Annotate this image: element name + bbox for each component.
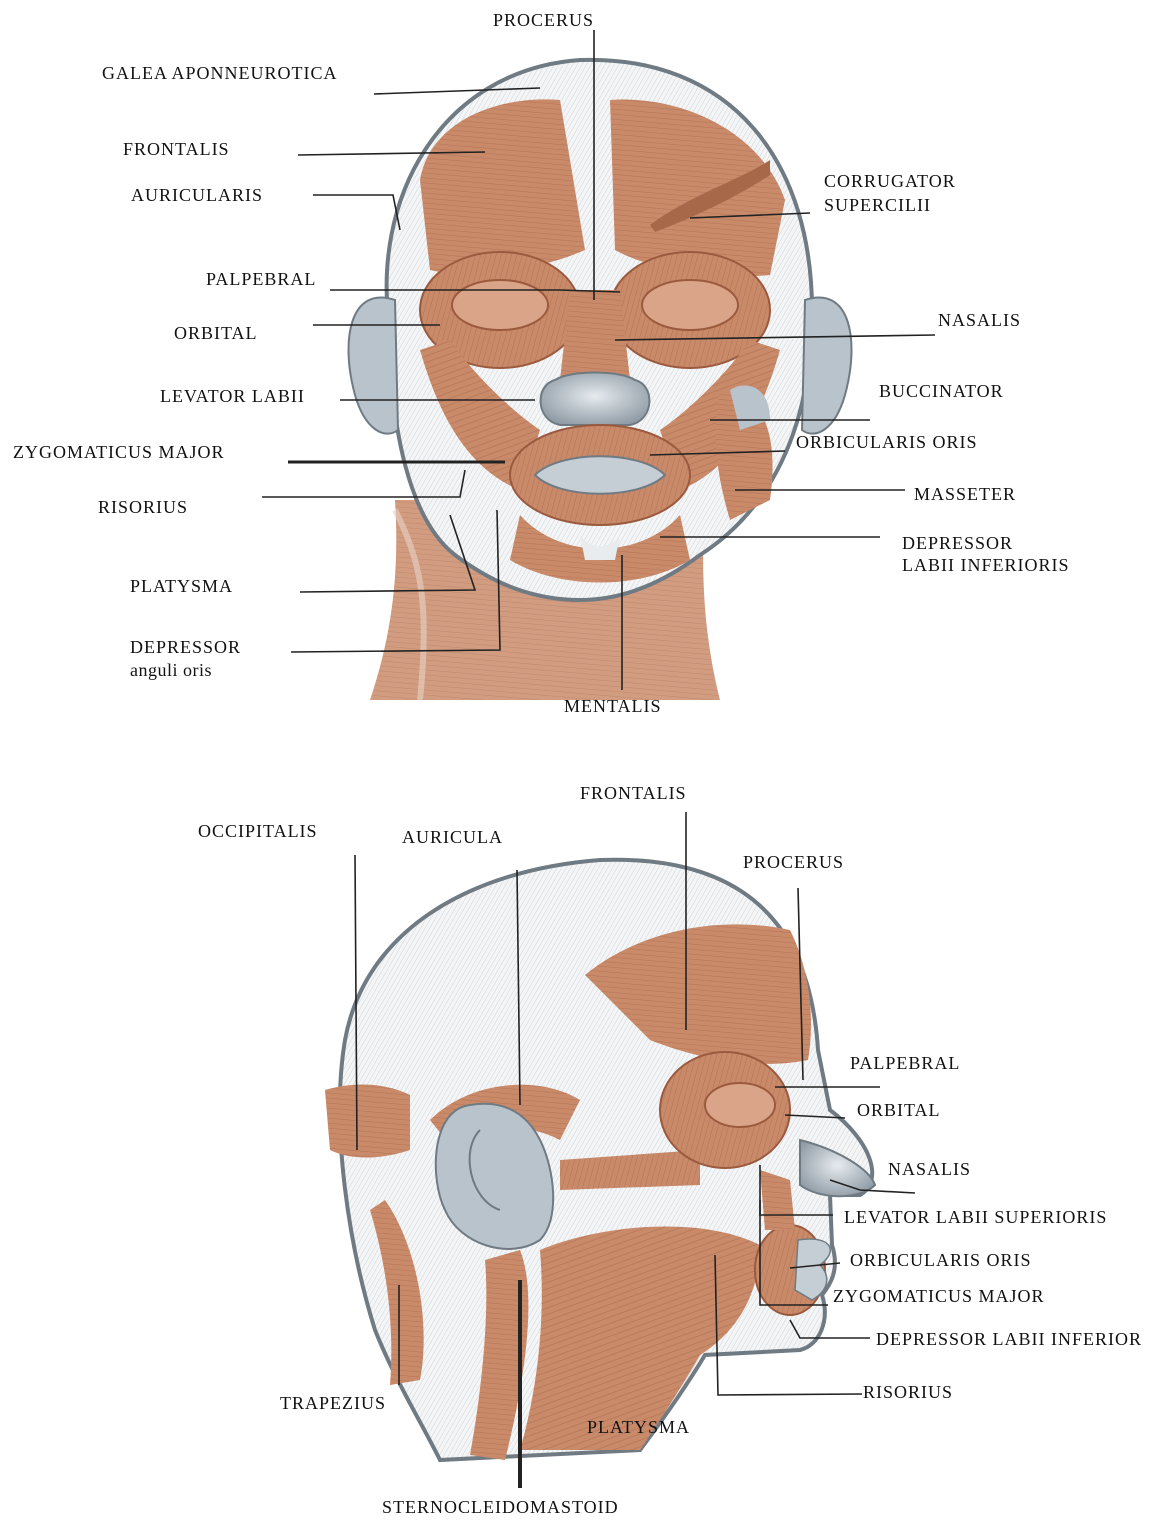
front-nose xyxy=(541,373,650,426)
label-nasalis-side: NASALIS xyxy=(888,1159,971,1180)
label-zygomaticus-major-front: ZYGOMATICUS MAJOR xyxy=(13,442,225,463)
label-zygomaticus-major-side: ZYGOMATICUS MAJOR xyxy=(833,1286,1045,1307)
label-depressor-anguli-line2: anguli oris xyxy=(130,660,212,681)
label-buccinator: BUCCINATOR xyxy=(879,381,1004,402)
label-orbicularis-oris-front: ORBICULARIS ORIS xyxy=(796,432,978,453)
front-frontalis-right xyxy=(610,100,785,277)
label-orbicularis-oris-side: ORBICULARIS ORIS xyxy=(850,1250,1032,1271)
label-procerus-side: PROCERUS xyxy=(743,852,844,873)
label-frontalis-side: FRONTALIS xyxy=(580,783,687,804)
label-auricula: AURICULA xyxy=(402,827,503,848)
label-levator-labii: LEVATOR LABII xyxy=(160,386,305,407)
label-risorius-side: RISORIUS xyxy=(863,1382,953,1403)
label-platysma-front: PLATYSMA xyxy=(130,576,233,597)
front-left-ear xyxy=(348,297,398,433)
label-nasalis-front: NASALIS xyxy=(938,310,1021,331)
label-corrugator-line1: CORRUGATOR xyxy=(824,171,956,192)
label-mentalis: MENTALIS xyxy=(564,696,662,717)
label-depressor-labii-line2: LABII INFERIORIS xyxy=(902,555,1070,576)
label-depressor-anguli-line1: DEPRESSOR xyxy=(130,637,241,658)
label-orbital-front: ORBITAL xyxy=(174,323,258,344)
label-depressor-labii-inferior: DEPRESSOR LABII INFERIOR xyxy=(876,1329,1142,1350)
label-palpebral-front: PALPEBRAL xyxy=(206,269,316,290)
label-occipitalis: OCCIPITALIS xyxy=(198,821,318,842)
label-procerus-front: PROCERUS xyxy=(493,10,594,31)
label-corrugator-line2: SUPERCILII xyxy=(824,195,931,216)
label-levator-labii-superioris: LEVATOR LABII SUPERIORIS xyxy=(844,1207,1107,1228)
label-galea-aponeurotica: GALEA APONNEUROTICA xyxy=(102,63,338,84)
front-right-ear xyxy=(802,297,852,433)
front-head xyxy=(348,60,851,700)
label-auricularis: AURICULARIS xyxy=(131,185,263,206)
label-risorius-front: RISORIUS xyxy=(98,497,188,518)
label-palpebral-side: PALPEBRAL xyxy=(850,1053,960,1074)
label-depressor-labii-line1: DEPRESSOR xyxy=(902,533,1013,554)
side-head xyxy=(325,860,875,1460)
label-frontalis-front: FRONTALIS xyxy=(123,139,230,160)
label-orbital-side: ORBITAL xyxy=(857,1100,941,1121)
label-sternocleidomastoid: STERNOCLEIDOMASTOID xyxy=(382,1497,619,1518)
label-trapezius: TRAPEZIUS xyxy=(280,1393,386,1414)
label-masseter: MASSETER xyxy=(914,484,1016,505)
label-platysma-side: PLATYSMA xyxy=(587,1417,690,1438)
